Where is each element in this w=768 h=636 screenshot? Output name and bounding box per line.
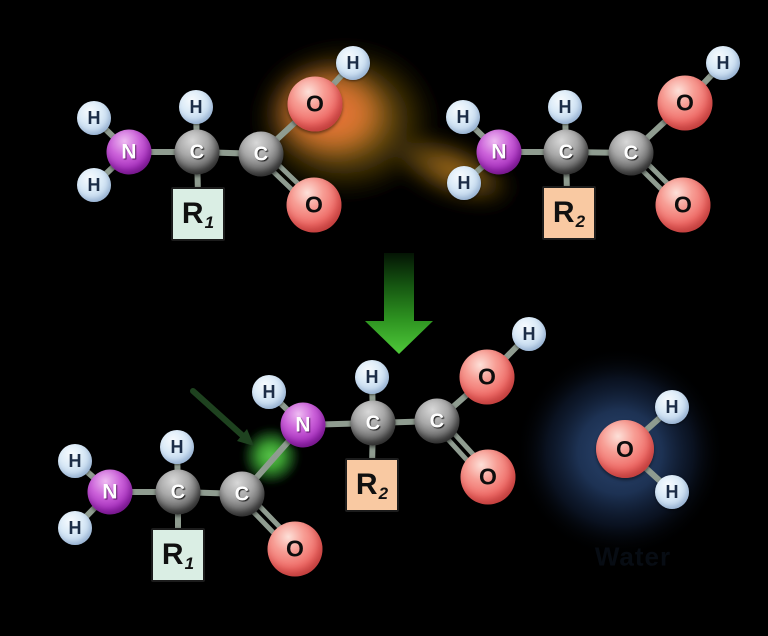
water-hydrogen-atom: H — [655, 475, 689, 509]
amine-hydrogen-atom: H — [447, 166, 481, 200]
amine-hydrogen-atom: H — [58, 444, 92, 478]
hydroxyl-oxygen-atom: O — [287, 76, 343, 132]
amine-hydrogen-atom: H — [446, 100, 480, 134]
carbonyl-oxygen-atom: O — [286, 177, 342, 233]
alpha-carbon-atom: C — [350, 400, 396, 446]
carbonyl-carbon-atom: C — [219, 471, 265, 517]
carbonyl-oxygen-atom: O — [267, 521, 323, 577]
r1-subscript: 1 — [204, 213, 215, 232]
carbonyl-oxygen-atom: O — [460, 449, 516, 505]
r1-symbol: R — [161, 538, 184, 571]
amine-hydrogen-atom: H — [58, 511, 92, 545]
hydroxyl-hydrogen-atom: H — [512, 317, 546, 351]
hydroxyl-oxygen-atom: O — [459, 349, 515, 405]
carboxyl-carbon-atom: C — [608, 130, 654, 176]
carboxyl-carbon-atom: C — [414, 398, 460, 444]
r2-symbol: R — [355, 468, 378, 501]
alpha-hydrogen-atom: H — [179, 90, 213, 124]
r1-subscript: 1 — [184, 554, 195, 573]
hydroxyl-hydrogen-atom: H — [706, 46, 740, 80]
reaction-arrow — [365, 253, 433, 354]
hydroxyl-hydrogen-atom: H — [336, 46, 370, 80]
amine-hydrogen-atom: H — [77, 101, 111, 135]
alpha-carbon-atom: C — [543, 129, 589, 175]
water-oxygen-atom: O — [596, 420, 654, 478]
carbonyl-oxygen-atom: O — [655, 177, 711, 233]
amine-hydrogen-atom: H — [77, 168, 111, 202]
peptide-nitrogen-atom: N — [280, 402, 326, 448]
r2-symbol: R — [552, 196, 575, 229]
alpha-hydrogen-atom: H — [160, 430, 194, 464]
r2-subscript: 2 — [575, 212, 586, 231]
water-caption: Water — [594, 541, 672, 572]
alpha-carbon-atom: C — [174, 129, 220, 175]
r2-subscript: 2 — [378, 484, 389, 503]
amine-nitrogen-atom: N — [476, 129, 522, 175]
alpha-hydrogen-atom: H — [548, 90, 582, 124]
alpha-carbon-atom: C — [155, 469, 201, 515]
r1-symbol: R — [181, 197, 204, 230]
amine-nitrogen-atom: N — [87, 469, 133, 515]
amine-nitrogen-atom: N — [106, 129, 152, 175]
amide-hydrogen-atom: H — [252, 375, 286, 409]
alpha-hydrogen-atom: H — [355, 360, 389, 394]
hydroxyl-oxygen-atom: O — [657, 75, 713, 131]
water-hydrogen-atom: H — [655, 390, 689, 424]
carboxyl-carbon-atom: C — [238, 131, 284, 177]
peptide-bond-pointer-arrow — [190, 388, 254, 446]
